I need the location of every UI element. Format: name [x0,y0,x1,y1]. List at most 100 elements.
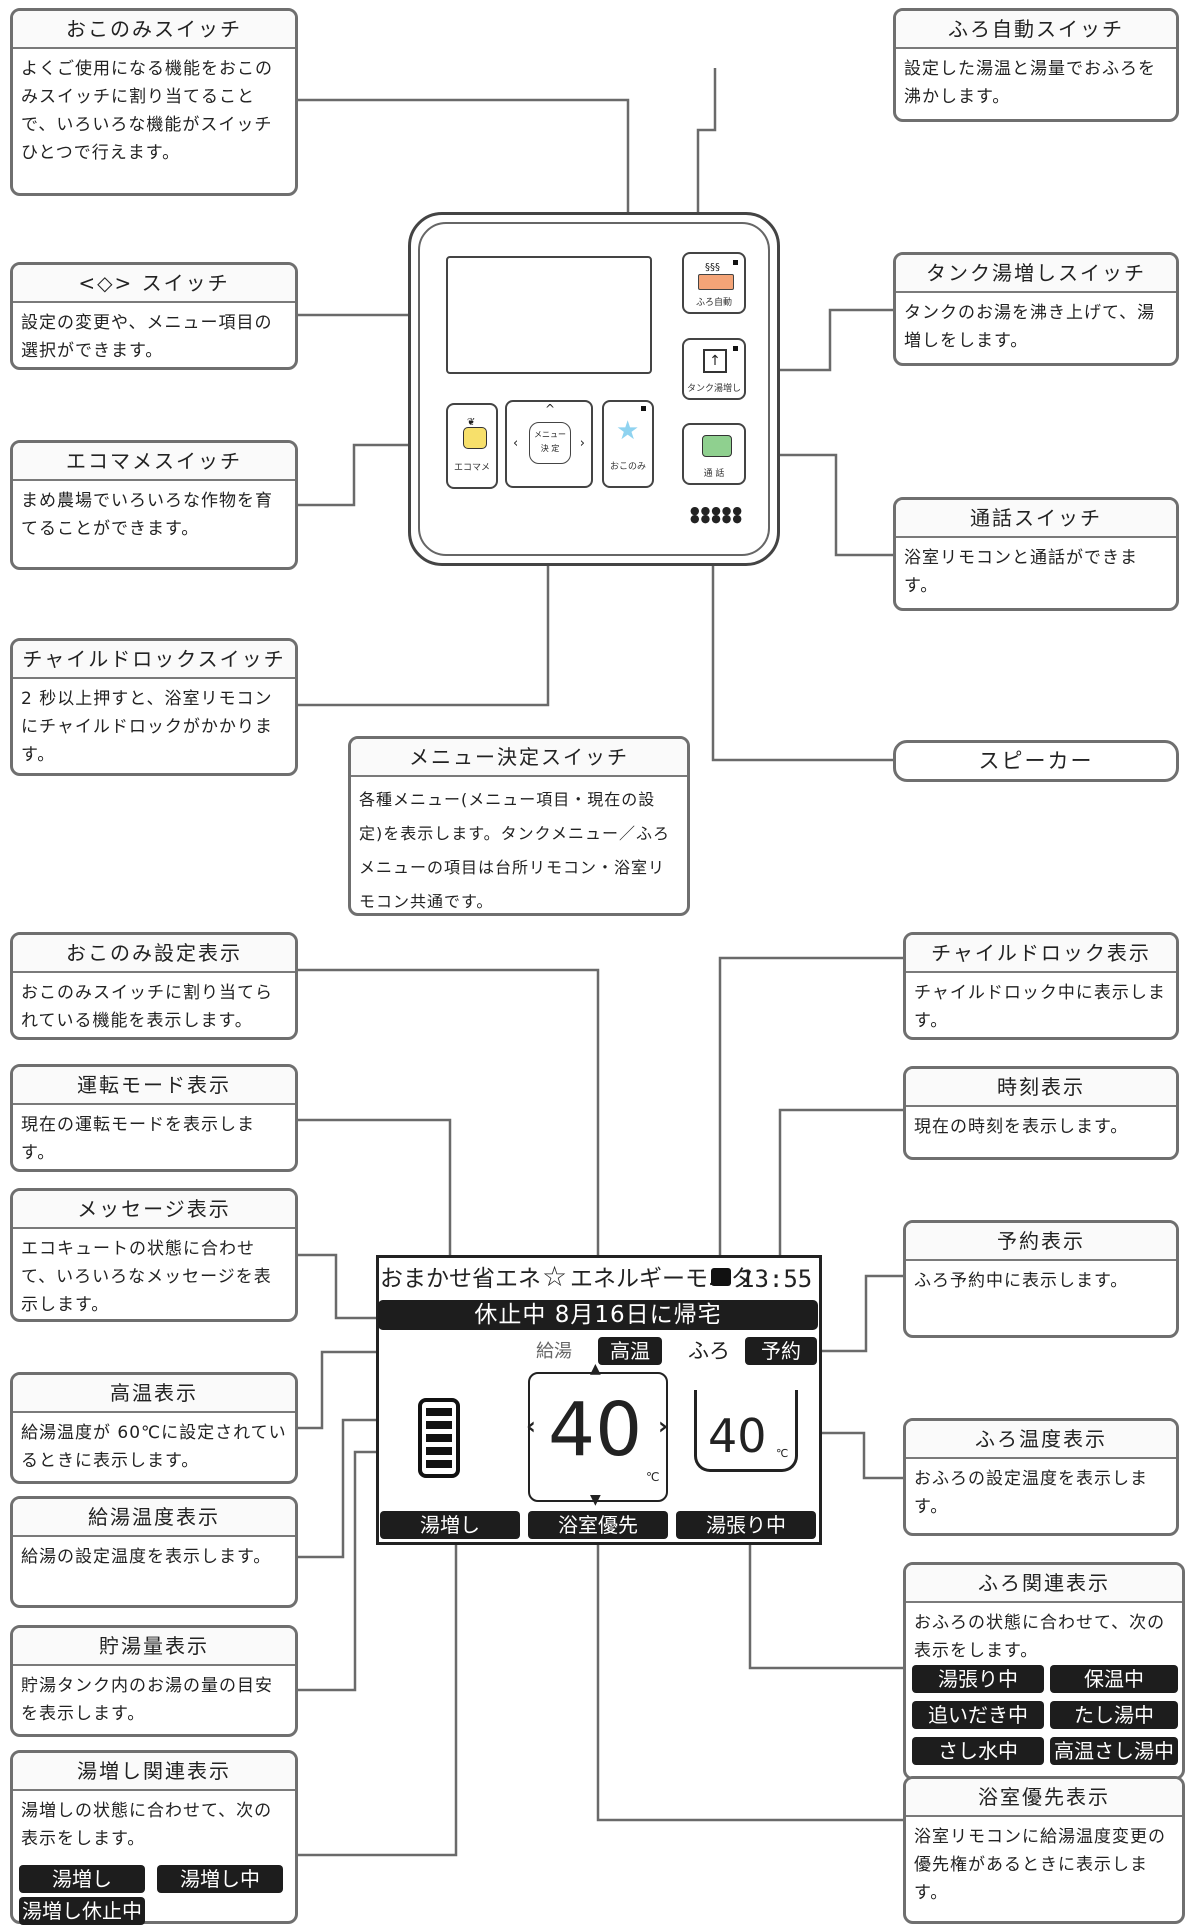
furo-auto-label: ふろ自動 [695,298,732,308]
callout-title: ふろ温度表示 [906,1421,1176,1459]
callout-body: チャイルドロック中に表示します。 [914,983,1166,1031]
callout-supply-temp-display: 給湯温度表示 給湯の設定温度を表示します。 [10,1496,298,1608]
callout-title: 給湯温度表示 [13,1499,295,1537]
bath-icon: §§§ [698,262,734,290]
bath-badge: さし水中 [912,1737,1044,1765]
callout-title: 時刻表示 [906,1069,1176,1107]
callout-tank-switch: タンク湯増しスイッチ タンクのお湯を沸き上げて、湯増しをします。 [893,252,1179,366]
callout-body: 2 秒以上押すと、浴室リモコンにチャイルドロックがかかります。 [21,689,273,765]
okonomi-button[interactable]: ★ おこのみ [602,400,654,488]
callout-body: エコキュートの状態に合わせて、いろいろなメッセージを表示します。 [21,1239,272,1315]
tank-icon: ↑ [703,349,727,373]
lcd-time: 13:55 [740,1265,813,1293]
callout-bath-related-display: ふろ関連表示 おふろの状態に合わせて、次の表示をします。 湯張り中 保温中 追い… [903,1562,1185,1780]
lcd-bath-unit: ℃ [776,1447,789,1460]
bath-badge: 保温中 [1050,1665,1178,1693]
callout-body: まめ農場でいろいろな作物を育てることができます。 [21,491,273,539]
talk-button[interactable]: 通 話 [682,423,746,485]
lcd-bottom-priority: 浴室優先 [528,1511,668,1539]
callout-high-temp-display: 高温表示 給湯温度が 60℃に設定されているときに表示します。 [10,1372,298,1484]
callout-child-lock-switch: チャイルドロックスイッチ 2 秒以上押すと、浴室リモコンにチャイルドロックがかか… [10,638,298,776]
callout-title: タンク湯増しスイッチ [896,255,1176,293]
bath-badge: 追いだき中 [912,1701,1044,1729]
bath-badge: 高温さし湯中 [1050,1737,1178,1765]
tank-button[interactable]: ↑ タンク湯増し [682,338,746,400]
star-icon: ★ [616,416,640,446]
callout-body: 現在の時刻を表示します。 [914,1117,1129,1137]
chevron-left-icon: ‹ [513,436,519,451]
menu-button[interactable]: メニュー 決 定 [529,422,571,464]
callout-title: おこのみスイッチ [13,11,295,49]
callout-body: 設定の変更や、メニュー項目の選択ができます。 [21,313,273,361]
callout-title: メニュー決定スイッチ [351,739,687,777]
lcd-supply-label: 給湯 [536,1341,572,1362]
callout-title: メッセージ表示 [13,1191,295,1229]
bath-temp-tub [694,1390,798,1472]
callout-title: 浴室優先表示 [906,1779,1182,1817]
tank-label: タンク湯増し [686,384,741,394]
lcd-reserve: 予約 [745,1337,817,1365]
speaker-grille: ●●●●●●●●●● [690,504,743,525]
callout-title: 予約表示 [906,1223,1176,1261]
remote-screen [446,256,652,374]
callout-bath-priority-display: 浴室優先表示 浴室リモコンに給湯温度変更の優先権があるときに表示します。 [903,1776,1185,1924]
callout-title: おこのみ設定表示 [13,935,295,973]
callout-body: 設定した湯温と湯量でおふろを沸かします。 [904,59,1156,107]
callout-body: 現在の運転モードを表示します。 [21,1115,255,1163]
triangle-down-icon: ▼ [590,1492,601,1508]
callout-title: 運転モード表示 [13,1067,295,1105]
callout-okonomi-display: おこのみ設定表示 おこのみスイッチに割り当てられている機能を表示します。 [10,932,298,1040]
lcd-bath-temp: 40 [708,1409,767,1463]
callout-body: ふろ予約中に表示します。 [914,1271,1129,1291]
callout-body: タンクのお湯を沸き上げて、湯増しをします。 [904,303,1156,351]
callout-okonomi-switch: おこのみスイッチ よくご使用になる機能をおこのみスイッチに割り当てることで、いろ… [10,8,298,196]
callout-yumashi-display: 湯増し関連表示 湯増しの状態に合わせて、次の表示をします。 湯増し 湯増し中 湯… [10,1750,298,1925]
yumashi-badge: 湯増し [19,1865,145,1893]
callout-talk-switch: 通話スイッチ 浴室リモコンと通話ができます。 [893,497,1179,611]
chevron-right-icon: › [658,1412,668,1440]
callout-body: 湯増しの状態に合わせて、次の表示をします。 [21,1801,273,1849]
furo-auto-button[interactable]: §§§ ふろ自動 [682,252,746,314]
callout-bath-temp-display: ふろ温度表示 おふろの設定温度を表示します。 [903,1418,1179,1536]
callout-body: おふろの設定温度を表示します。 [914,1469,1148,1517]
callout-mode-display: 運転モード表示 現在の運転モードを表示します。 [10,1064,298,1172]
callout-body: 浴室リモコンと通話ができます。 [904,548,1138,596]
chevron-up-icon: ^ [545,402,556,416]
callout-title: スピーカー [978,749,1094,773]
callout-title: 通話スイッチ [896,500,1176,538]
lcd-bottom-yumashi: 湯増し [380,1511,520,1539]
menu-top-label: メニュー [534,430,566,439]
ecomame-label: エコマメ [453,463,490,473]
callout-menu-switch: メニュー決定スイッチ 各種メニュー(メニュー項目・現在の設定)を表示します。タン… [348,736,690,916]
bath-badge: 湯張り中 [912,1665,1044,1693]
lcd-mode: おまかせ省エネ [380,1266,541,1292]
lcd-high-temp: 高温 [598,1337,662,1365]
speech-bubble-icon [702,435,732,457]
bath-badge: たし湯中 [1050,1701,1178,1729]
callout-reserve-display: 予約表示 ふろ予約中に表示します。 [903,1220,1179,1338]
callout-child-lock-display: チャイルドロック表示 チャイルドロック中に表示します。 [903,932,1179,1040]
callout-body: 各種メニュー(メニュー項目・現在の設定)を表示します。タンクメニュー／ふろメニュ… [359,790,671,911]
callout-storage-display: 貯湯量表示 貯湯タンク内のお湯の量の目安を表示します。 [10,1625,298,1737]
chevron-right-icon: › [579,436,585,451]
callout-title: チャイルドロックスイッチ [13,641,295,679]
yumashi-badge: 湯増し中 [157,1865,283,1893]
okonomi-label: おこのみ [609,462,646,472]
callout-title: 貯湯量表示 [13,1628,295,1666]
callout-furo-auto-switch: ふろ自動スイッチ 設定した湯温と湯量でおふろを沸かします。 [893,8,1179,122]
callout-title: 高温表示 [13,1375,295,1413]
lcd-message-bar [378,1300,818,1330]
lcd-bottom-filling: 湯張り中 [676,1511,816,1539]
sprout-icon [463,427,487,449]
menu-bottom-label: 決 定 [540,444,560,453]
callout-title: 湯増し関連表示 [13,1753,295,1791]
talk-label: 通 話 [703,469,725,479]
lcd-supply-unit: ℃ [646,1470,660,1484]
callout-title: チャイルドロック表示 [906,935,1176,973]
ecomame-button[interactable]: ❦ エコマメ [446,403,498,489]
callout-arrow-switch: <◇> スイッチ 設定の変更や、メニュー項目の選択ができます。 [10,262,298,370]
callout-body: 給湯の設定温度を表示します。 [21,1547,272,1567]
arrow-dpad[interactable]: ^ ‹ › メニュー 決 定 [505,400,593,488]
callout-title: <◇> スイッチ [13,265,295,303]
